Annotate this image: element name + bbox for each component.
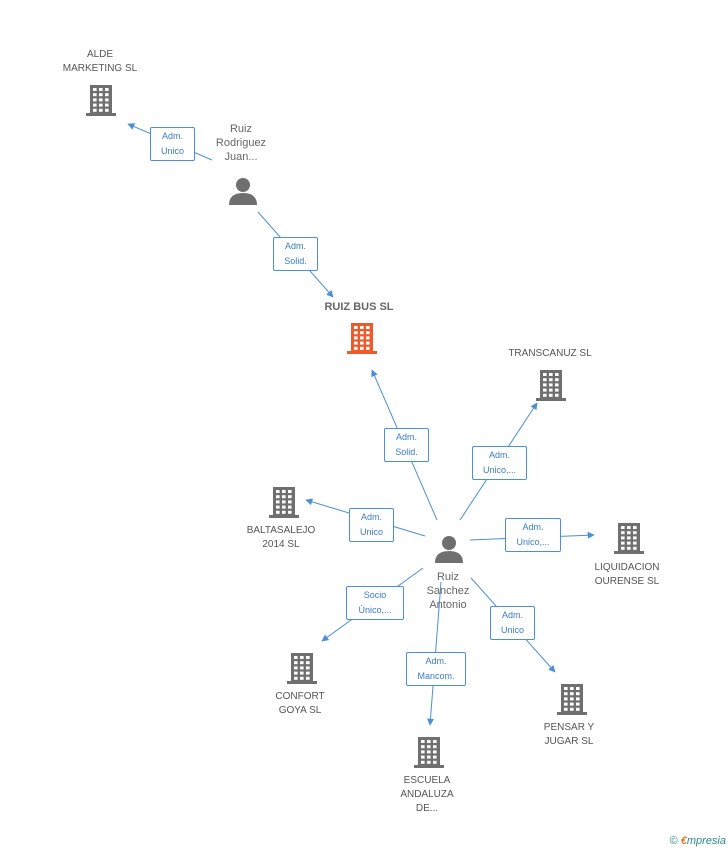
person-icon-ruiz-sanchez[interactable]: [435, 536, 463, 563]
edge-label-rs-confort[interactable]: Socio Único,...: [346, 586, 404, 620]
copyright-symbol: ©: [669, 835, 678, 847]
footer-credit: © €mpresia: [670, 835, 726, 847]
building-icon-confort-goya[interactable]: [287, 653, 317, 684]
node-label-pensar-jugar[interactable]: PENSAR Y JUGAR SL: [543, 722, 595, 747]
node-label-confort-goya[interactable]: CONFORT GOYA SL: [275, 691, 325, 716]
edge-label-rr-bus[interactable]: Adm. Solid.: [273, 237, 318, 271]
edge-label-rs-baltasalejo[interactable]: Adm. Unico: [349, 508, 394, 542]
building-icon-baltasalejo[interactable]: [269, 487, 299, 518]
building-icon-escuela-andaluza[interactable]: [414, 737, 444, 768]
building-icon-alde-marketing[interactable]: [86, 85, 116, 116]
brand-logo[interactable]: €mpresia: [680, 835, 726, 847]
person-icon-ruiz-rodriguez[interactable]: [229, 178, 257, 205]
building-icon-ruiz-bus[interactable]: [347, 323, 377, 354]
edge-label-rr-alde[interactable]: Adm. Unico: [150, 127, 195, 161]
edge-label-rs-liquidacion[interactable]: Adm. Unico,...: [505, 518, 561, 552]
edge-label-rs-pensar[interactable]: Adm. Unico: [490, 606, 535, 640]
node-label-baltasalejo[interactable]: BALTASALEJO 2014 SL: [246, 525, 316, 550]
node-label-liquidacion[interactable]: LIQUIDACION OURENSE SL: [594, 562, 660, 587]
building-icon-transcanuz[interactable]: [536, 370, 566, 401]
node-label-escuela-andaluza[interactable]: ESCUELA ANDALUZA DE...: [400, 775, 454, 814]
node-label-ruiz-bus[interactable]: RUIZ BUS SL: [324, 301, 394, 313]
node-label-alde-marketing[interactable]: ALDE MARKETING SL: [62, 49, 138, 74]
edge-label-rs-transcanuz[interactable]: Adm. Unico,...: [472, 446, 527, 480]
building-icon-liquidacion[interactable]: [614, 523, 644, 554]
edge-label-rs-escuela[interactable]: Adm. Mancom.: [406, 652, 466, 686]
node-label-transcanuz[interactable]: TRANSCANUZ SL: [508, 348, 592, 359]
building-icon-pensar-jugar[interactable]: [557, 684, 587, 715]
node-label-ruiz-rodriguez[interactable]: Ruiz Rodriguez Juan...: [215, 123, 267, 163]
node-label-ruiz-sanchez[interactable]: Ruiz Sanchez Antonio: [426, 571, 470, 611]
edge-label-rs-bus[interactable]: Adm. Solid.: [384, 428, 429, 462]
